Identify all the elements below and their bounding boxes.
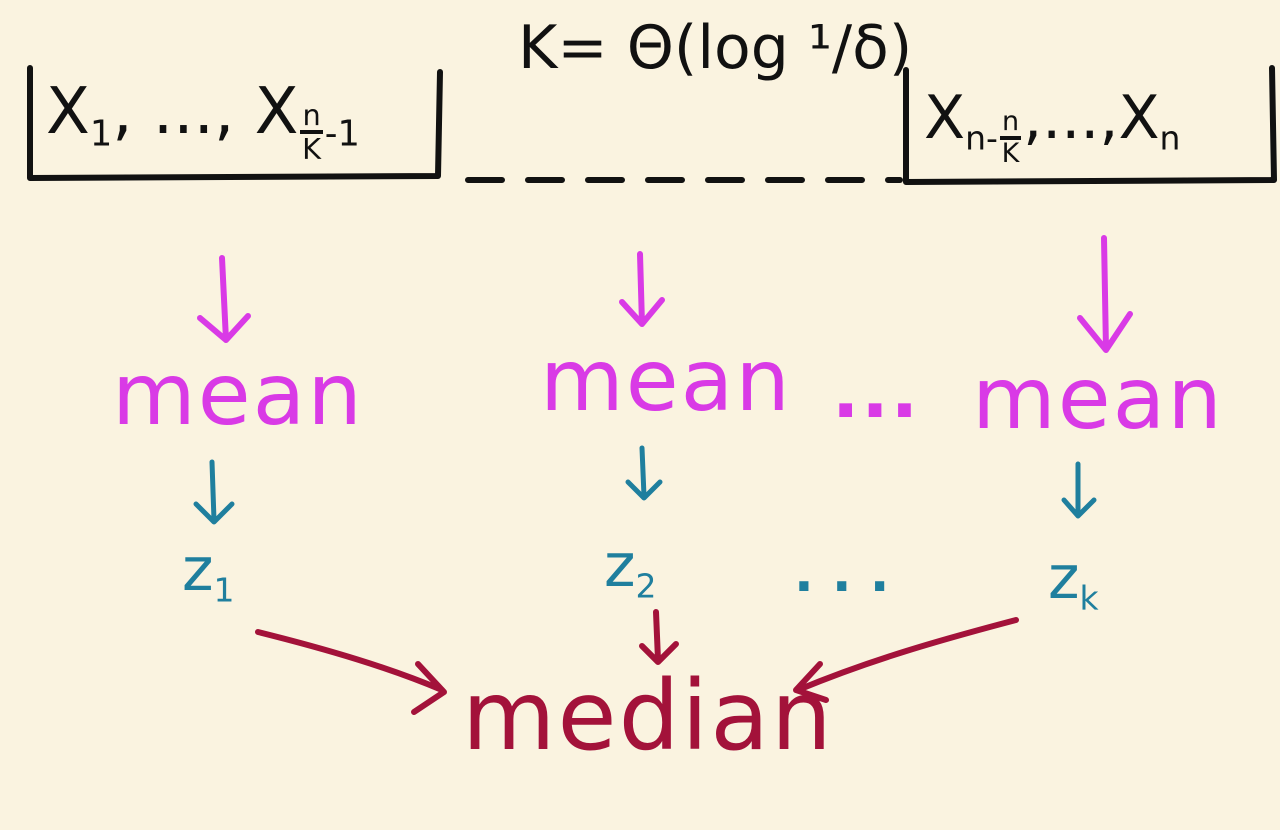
z-item-1: z1	[182, 540, 235, 607]
mean-ellipsis: ...	[832, 350, 921, 434]
arrow-curve-icon	[255, 629, 445, 693]
group-first-var-start: X	[46, 75, 90, 149]
bracket-left	[27, 65, 443, 181]
z-ellipsis: . . .	[794, 544, 890, 604]
group-last-end-sub: n	[1159, 118, 1181, 158]
arrows-to-z	[193, 445, 1097, 525]
z-sub: k	[1079, 578, 1099, 618]
group-first-var-end: X	[254, 75, 299, 149]
z-sub: 2	[635, 566, 657, 606]
group-last-var-start: X	[924, 83, 966, 153]
z-var: z	[182, 535, 214, 605]
mean-label-3: mean	[972, 349, 1224, 449]
group-last-sep: ,...,	[1023, 83, 1119, 153]
arrows-to-mean	[197, 235, 1133, 353]
k-formula: K= Θ(log ¹/δ)	[518, 13, 913, 83]
arrow-down-icon	[625, 445, 663, 501]
z-var: z	[1048, 543, 1080, 613]
z-var: z	[604, 531, 636, 601]
mean-label-2: mean	[540, 331, 792, 431]
bracket-right	[903, 65, 1277, 185]
mean-label-1: mean	[112, 345, 364, 445]
arrow-down-icon	[639, 609, 679, 665]
arrow-down-icon	[1077, 235, 1133, 353]
group-last-var-end: X	[1118, 83, 1160, 153]
fraction-numerator: n	[300, 99, 323, 134]
z-sub: 1	[213, 570, 235, 610]
arrow-head-icon	[793, 661, 829, 703]
arrow-down-icon	[197, 255, 251, 343]
arrows-to-median	[255, 609, 1019, 715]
group-first-start-sub: 1	[89, 113, 113, 155]
z-item-k: zk	[1048, 548, 1099, 615]
fraction-denominator: K	[302, 131, 322, 166]
group-first-sep: , ...,	[112, 75, 255, 149]
arrow-down-icon	[1061, 461, 1097, 519]
arrow-curve-icon	[795, 617, 1019, 693]
group-first-end-suffix: -1	[324, 113, 360, 155]
arrow-down-icon	[619, 251, 665, 327]
arrow-down-icon	[193, 459, 235, 525]
median-label: median	[462, 660, 834, 772]
arrow-head-icon	[411, 661, 447, 715]
z-item-2: z2	[604, 536, 657, 603]
group-last-start-prefix: n-	[965, 118, 998, 158]
fraction-numerator: n	[999, 107, 1022, 141]
fraction-denominator: K	[1001, 138, 1020, 170]
